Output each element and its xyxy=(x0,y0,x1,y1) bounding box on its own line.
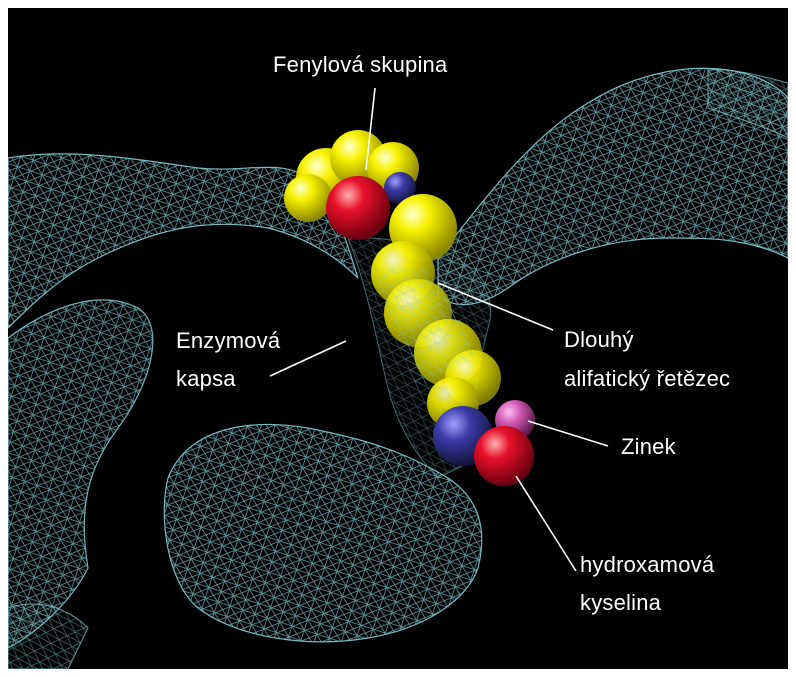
zinc-leader-line xyxy=(528,421,608,446)
pocket-leader-line xyxy=(270,341,346,376)
label-zinc: Zinek xyxy=(621,432,676,462)
label-hydroxamic-acid-line1: hydroxamová xyxy=(580,550,714,580)
hydroxamic-leader-line xyxy=(516,476,576,571)
label-phenyl-group: Fenylová skupina xyxy=(273,50,447,80)
label-enzyme-pocket-line2: kapsa xyxy=(176,364,236,394)
label-aliphatic-chain-line1: Dlouhý xyxy=(564,325,634,355)
label-hydroxamic-acid-line2: kyselina xyxy=(580,588,661,618)
molecular-scene: Fenylová skupina Enzymová kapsa Dlouhý a… xyxy=(8,8,788,669)
label-aliphatic-chain-line2: alifatický řetězec xyxy=(564,364,730,394)
label-enzyme-pocket-line1: Enzymová xyxy=(176,326,280,356)
